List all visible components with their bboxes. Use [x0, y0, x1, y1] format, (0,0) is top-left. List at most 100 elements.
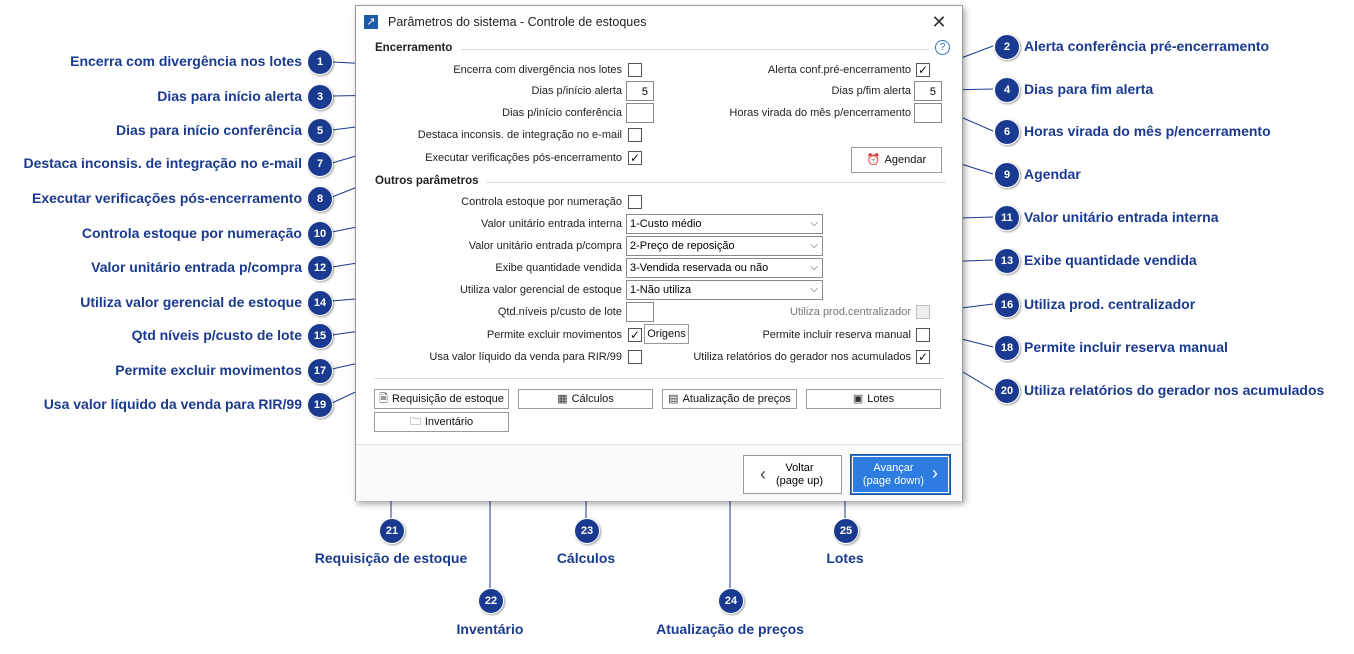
- annotation-label-24: Atualização de preços: [656, 621, 804, 637]
- annotation-label-17: Permite excluir movimentos: [115, 362, 302, 378]
- origens-button[interactable]: Origens: [644, 324, 689, 344]
- section-encerramento: Encerramento: [375, 42, 453, 54]
- dias-inicio-conferencia-input[interactable]: [626, 103, 654, 123]
- annotation-badge-14: 14: [307, 290, 333, 316]
- annotation-label-20: Utiliza relatórios do gerador nos acumul…: [1024, 382, 1325, 398]
- agendar-button[interactable]: ⏰Agendar: [851, 147, 942, 173]
- dias-inicio-alerta-input[interactable]: 5: [626, 81, 654, 101]
- controla-numeracao-label: Controla estoque por numeração: [461, 196, 622, 208]
- destaca-inconsis-label: Destaca inconsis. de integração no e-mai…: [417, 129, 622, 141]
- annotation-badge-11: 11: [994, 205, 1020, 231]
- annotation-badge-8: 8: [307, 186, 333, 212]
- annotation-label-25: Lotes: [826, 550, 864, 566]
- annotation-label-23: Cálculos: [556, 550, 616, 566]
- utiliza-prod-centralizador-checkbox[interactable]: [916, 305, 930, 319]
- document-icon: 🗎: [379, 393, 388, 405]
- annotation-label-8: Executar verificações pós-encerramento: [31, 190, 302, 206]
- executar-verificacoes-checkbox[interactable]: ✓: [628, 151, 642, 165]
- annotation-label-18: Permite incluir reserva manual: [1024, 339, 1228, 355]
- encerra-divergencia-checkbox[interactable]: [628, 63, 642, 77]
- annotation-badge-4: 4: [994, 77, 1020, 103]
- exibe-qtd-vendida-select[interactable]: 3-Vendida reservada ou não⌵: [626, 258, 823, 278]
- horas-virada-input[interactable]: [914, 103, 942, 123]
- annotation-label-3: Dias para início alerta: [157, 88, 302, 104]
- utiliza-relatorios-checkbox[interactable]: ✓: [916, 350, 930, 364]
- valor-entrada-compra-select[interactable]: 2-Preço de reposição⌵: [626, 236, 823, 256]
- annotation-badge-9: 9: [994, 162, 1020, 188]
- annotation-label-4: Dias para fim alerta: [1024, 81, 1154, 97]
- lotes-button[interactable]: ▣Lotes: [806, 389, 941, 409]
- buttons-divider: [374, 378, 944, 379]
- dias-fim-alerta-label: Dias p/fim alerta: [831, 85, 911, 97]
- atualizacao-precos-button[interactable]: ▤Atualização de preços: [662, 389, 797, 409]
- annotation-badge-23: 23: [574, 518, 600, 544]
- annotation-label-5: Dias para início conferência: [116, 122, 302, 138]
- close-button[interactable]: ✕: [931, 12, 947, 32]
- section-outros: Outros parâmetros: [375, 175, 479, 187]
- alerta-conf-checkbox[interactable]: ✓: [916, 63, 930, 77]
- annotation-badge-17: 17: [307, 358, 333, 384]
- annotation-label-19: Usa valor líquido da venda para RIR/99: [43, 396, 302, 412]
- annotation-label-9: Agendar: [1024, 166, 1081, 182]
- annotation-label-11: Valor unitário entrada interna: [1024, 209, 1219, 225]
- utiliza-relatorios-label: Utiliza relatórios do gerador nos acumul…: [693, 351, 911, 363]
- annotation-badge-5: 5: [307, 118, 333, 144]
- requisicao-estoque-button[interactable]: 🗎Requisição de estoque: [374, 389, 509, 409]
- alarm-clock-icon: ⏰: [866, 154, 881, 166]
- box-icon: ▣: [852, 393, 864, 405]
- annotation-badge-19: 19: [307, 392, 333, 418]
- alerta-conf-label: Alerta conf.pré-encerramento: [767, 64, 911, 76]
- annotation-badge-22: 22: [478, 588, 504, 614]
- annotation-label-15: Qtd níveis p/custo de lote: [131, 327, 302, 343]
- dias-inicio-conferencia-label: Dias p/início conferência: [502, 107, 622, 119]
- section-divider-2: [486, 182, 946, 183]
- valor-entrada-interna-select[interactable]: 1-Custo médio⌵: [626, 214, 823, 234]
- annotation-badge-7: 7: [307, 151, 333, 177]
- annotation-badge-16: 16: [994, 292, 1020, 318]
- qtd-niveis-input[interactable]: [626, 302, 654, 322]
- voltar-button[interactable]: ‹ Voltar (page up): [743, 455, 842, 494]
- folder-icon: 🗀: [409, 416, 421, 428]
- usa-valor-liquido-checkbox[interactable]: [628, 350, 642, 364]
- permite-excluir-label: Permite excluir movimentos: [486, 329, 622, 341]
- annotation-badge-18: 18: [994, 335, 1020, 361]
- dialog-title: Parâmetros do sistema - Controle de esto…: [388, 15, 647, 29]
- annotation-badge-12: 12: [307, 255, 333, 281]
- chevron-down-icon: ⌵: [810, 284, 818, 295]
- annotation-label-2: Alerta conferência pré-encerramento: [1024, 38, 1270, 54]
- destaca-inconsis-checkbox[interactable]: [628, 128, 642, 142]
- section-divider: [461, 49, 929, 50]
- valor-entrada-interna-label: Valor unitário entrada interna: [480, 218, 622, 230]
- executar-verificacoes-label: Executar verificações pós-encerramento: [425, 152, 622, 164]
- annotation-label-13: Exibe quantidade vendida: [1024, 252, 1197, 268]
- chevron-down-icon: ⌵: [810, 240, 818, 251]
- annotation-label-6: Horas virada do mês p/encerramento: [1024, 123, 1271, 139]
- annotation-badge-25: 25: [833, 518, 859, 544]
- price-tag-icon: ▤: [668, 393, 679, 405]
- qtd-niveis-label: Qtd.níveis p/custo de lote: [497, 306, 622, 318]
- annotation-label-1: Encerra com divergência nos lotes: [70, 53, 302, 69]
- annotation-badge-10: 10: [307, 221, 333, 247]
- chevron-down-icon: ⌵: [810, 262, 818, 273]
- help-icon[interactable]: ?: [935, 40, 950, 55]
- annotation-badge-13: 13: [994, 248, 1020, 274]
- utiliza-valor-gerencial-select[interactable]: 1-Não utiliza⌵: [626, 280, 823, 300]
- permite-incluir-reserva-checkbox[interactable]: [916, 328, 930, 342]
- annotation-badge-6: 6: [994, 119, 1020, 145]
- annotation-label-14: Utiliza valor gerencial de estoque: [80, 294, 302, 310]
- avancar-button[interactable]: Avançar (page down) ›: [850, 454, 951, 495]
- annotation-badge-24: 24: [718, 588, 744, 614]
- app-arrow-icon: ↗: [364, 15, 378, 29]
- dias-fim-alerta-input[interactable]: 5: [914, 81, 942, 101]
- parametros-dialog: ↗ Parâmetros do sistema - Controle de es…: [355, 5, 963, 501]
- inventario-button[interactable]: 🗀Inventário: [374, 412, 509, 432]
- exibe-qtd-vendida-label: Exibe quantidade vendida: [495, 262, 622, 274]
- controla-numeracao-checkbox[interactable]: [628, 195, 642, 209]
- annotation-badge-2: 2: [994, 34, 1020, 60]
- annotation-label-7: Destaca inconsis. de integração no e-mai…: [23, 155, 302, 171]
- calculos-button[interactable]: ▦Cálculos: [518, 389, 653, 409]
- horas-virada-label: Horas virada do mês p/encerramento: [729, 107, 911, 119]
- permite-excluir-checkbox[interactable]: ✓: [628, 328, 642, 342]
- annotation-label-16: Utiliza prod. centralizador: [1024, 296, 1196, 312]
- valor-entrada-compra-label: Valor unitário entrada p/compra: [468, 240, 622, 252]
